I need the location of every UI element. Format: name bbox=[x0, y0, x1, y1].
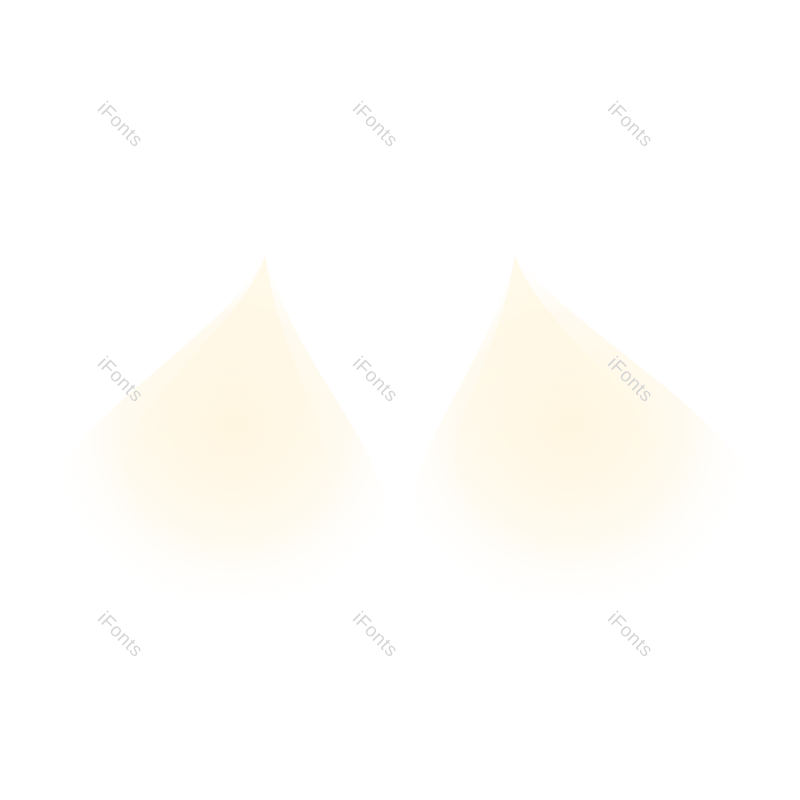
watermark-text: iFonts bbox=[348, 98, 402, 152]
watermark-text: iFonts bbox=[93, 98, 147, 152]
drop-shape-icon bbox=[45, 255, 387, 601]
right-drop-glow bbox=[400, 250, 780, 610]
left-drop-glow bbox=[25, 250, 405, 610]
watermark-text: iFonts bbox=[93, 608, 147, 662]
drop-shape-icon bbox=[414, 255, 760, 601]
watermark-text: iFonts bbox=[348, 608, 402, 662]
watermark-text: iFonts bbox=[603, 98, 657, 152]
watermark-text: iFonts bbox=[603, 608, 657, 662]
